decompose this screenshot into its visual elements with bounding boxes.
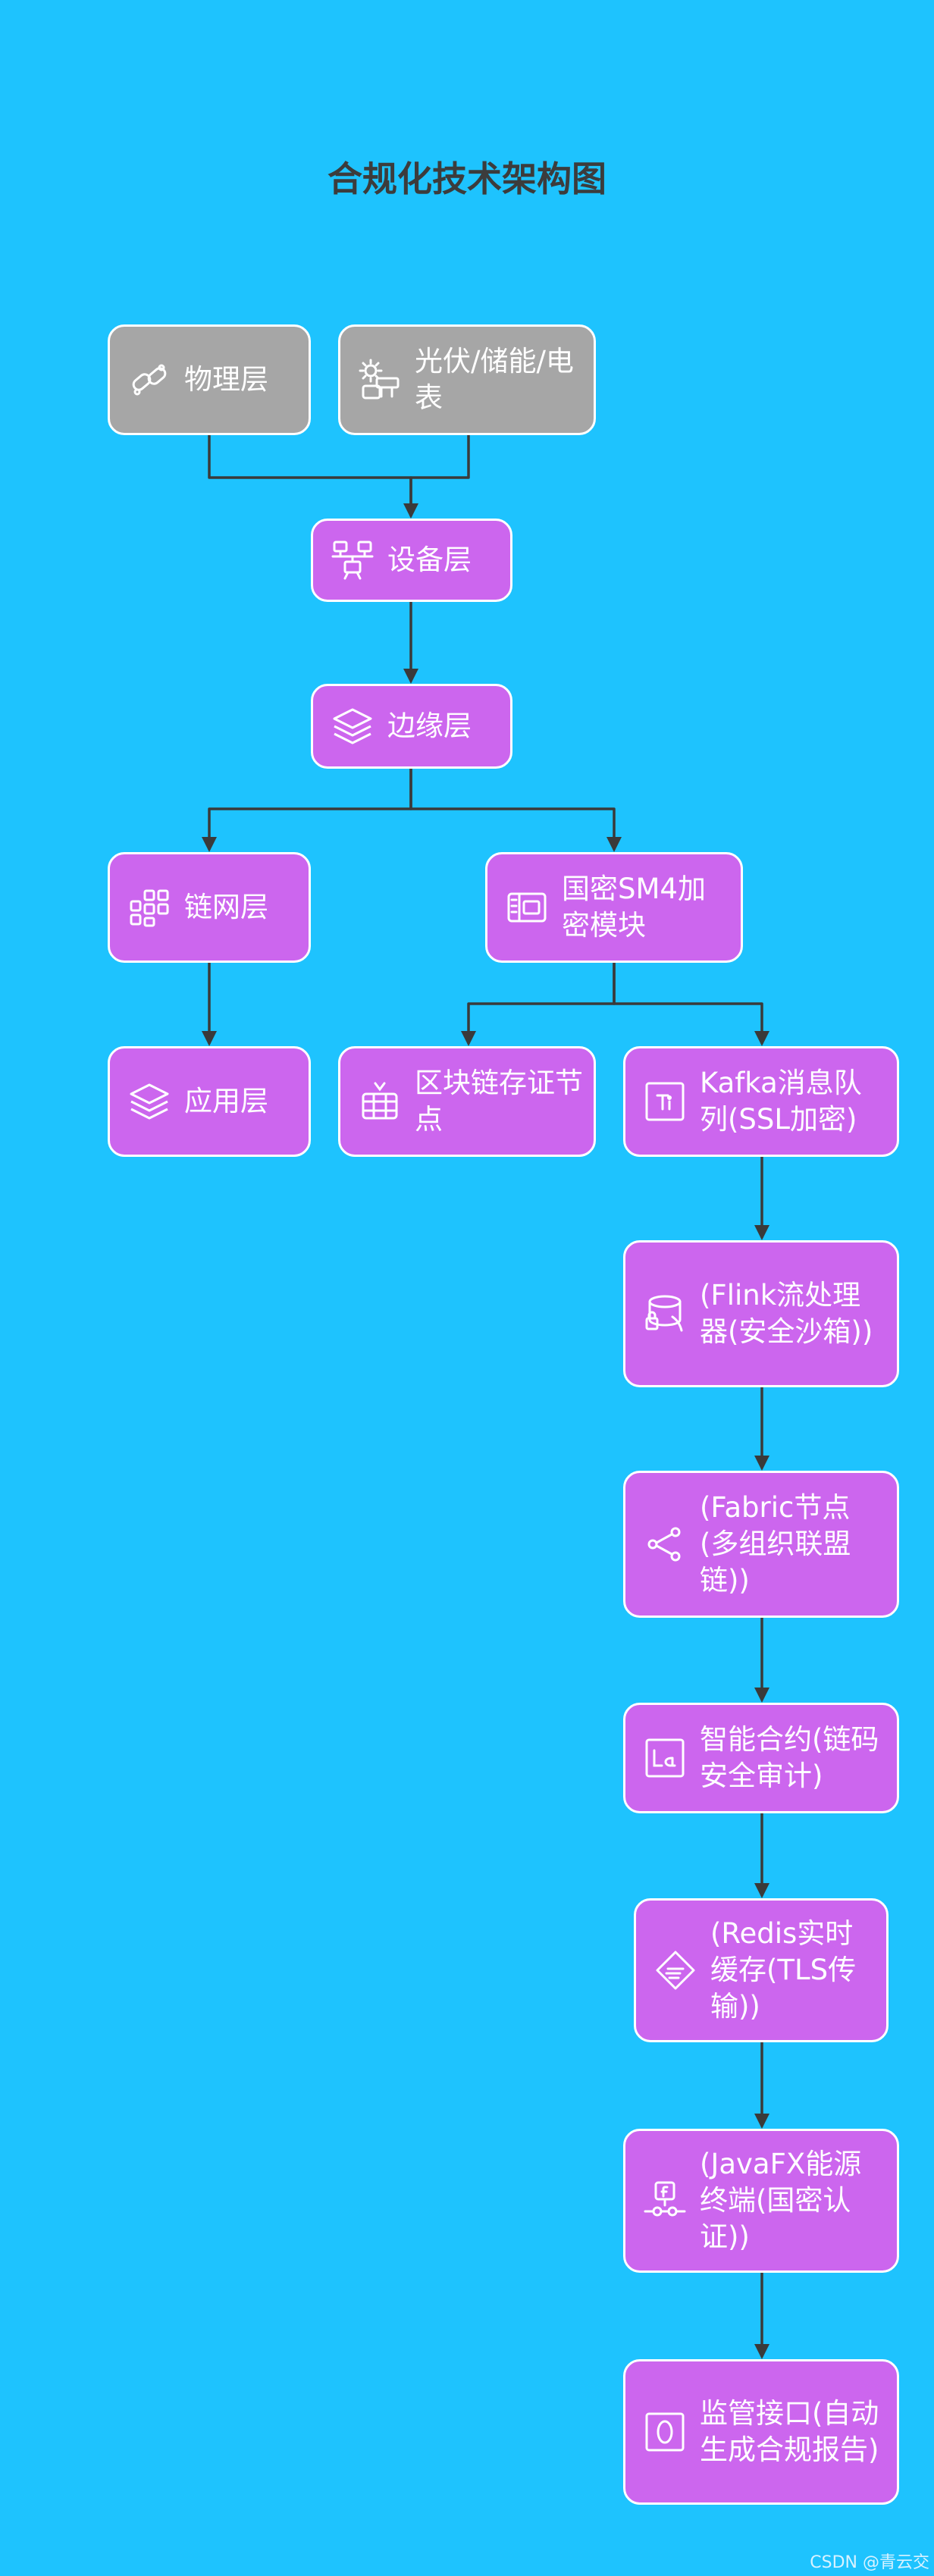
node-label: 应用层 <box>184 1085 268 1117</box>
arrowhead-blockchain <box>461 1031 476 1046</box>
solar-storage-icon <box>356 356 404 404</box>
node-smart-contract[interactable]: 智能合约(链码安全审计) <box>623 1703 899 1813</box>
arrowhead-device <box>403 503 418 519</box>
node-label: 链网层 <box>184 891 268 923</box>
arrowhead-redis <box>754 1883 769 1898</box>
contract-icon <box>641 1734 689 1782</box>
arrowhead-flink <box>754 1225 769 1240</box>
node-fabric-consortium[interactable]: (Fabric节点(多组织联盟链)) <box>623 1471 899 1618</box>
encryption-module-icon <box>503 883 551 932</box>
node-label: (Fabric节点(多组织联盟链)) <box>700 1491 851 1597</box>
edge-physical-device <box>208 434 412 517</box>
node-pv-storage-meter[interactable]: 光伏/储能/电表 <box>338 324 596 435</box>
edge-pv-device <box>409 434 470 517</box>
diagram-title: 合规化技术架构图 <box>328 158 606 199</box>
node-label: 国密SM4加密模块 <box>562 873 706 942</box>
node-application-layer[interactable]: 应用层 <box>108 1046 311 1157</box>
arrowhead-chain <box>202 837 217 852</box>
terminal-icon <box>641 2176 689 2225</box>
node-label: 智能合约(链码安全审计) <box>700 1723 879 1792</box>
arrowhead-kafka <box>754 1031 769 1046</box>
arrowhead-app <box>202 1031 217 1046</box>
queue-icon <box>641 1077 689 1126</box>
node-kafka-queue[interactable]: Kafka消息队列(SSL加密) <box>623 1046 899 1157</box>
node-label: (JavaFX能源终端(国密认证)) <box>700 2148 862 2253</box>
stream-processor-icon <box>641 1290 689 1338</box>
edge-edge-sm4 <box>409 767 616 851</box>
layers-icon <box>328 702 377 751</box>
edge-sm4-kafka <box>613 961 763 1045</box>
arrowhead-javafx <box>754 2114 769 2129</box>
node-label: Kafka消息队列(SSL加密) <box>700 1067 862 1136</box>
edge-edge-chain <box>208 767 412 851</box>
node-label: 区块链存证节点 <box>415 1067 583 1136</box>
node-label: (Flink流处理器(安全沙箱)) <box>700 1279 873 1348</box>
node-chain-network-layer[interactable]: 链网层 <box>108 852 311 963</box>
cache-icon <box>651 1946 700 1995</box>
blockchain-icon <box>356 1077 404 1126</box>
edge-sm4-blockchain <box>467 961 616 1045</box>
node-label: (Redis实时缓存(TLS传输)) <box>710 1917 857 2023</box>
node-redis-cache[interactable]: (Redis实时缓存(TLS传输)) <box>634 1898 889 2042</box>
arrowhead-sm4 <box>606 837 622 852</box>
arrowhead-fabric <box>754 1456 769 1471</box>
node-javafx-terminal[interactable]: (JavaFX能源终端(国密认证)) <box>623 2129 899 2273</box>
arrowhead-contract <box>754 1688 769 1703</box>
layers-icon <box>125 1077 174 1126</box>
node-label: 边缘层 <box>387 710 472 742</box>
node-label: 物理层 <box>184 363 268 396</box>
link-icon <box>125 356 174 404</box>
arrowhead-monitor <box>754 2344 769 2359</box>
node-physical-layer[interactable]: 物理层 <box>108 324 311 435</box>
node-sm4-encryption-module[interactable]: 国密SM4加密模块 <box>485 852 743 963</box>
node-label: 光伏/储能/电表 <box>415 345 574 414</box>
node-monitor-interface[interactable]: 监管接口(自动生成合规报告) <box>623 2359 899 2505</box>
share-node-icon <box>641 1520 689 1568</box>
node-label: 设备层 <box>387 544 472 576</box>
node-blockchain-evidence[interactable]: 区块链存证节点 <box>338 1046 596 1157</box>
node-flink-stream-processor[interactable]: (Flink流处理器(安全沙箱)) <box>623 1240 899 1387</box>
node-edge-layer[interactable]: 边缘层 <box>311 684 512 769</box>
node-label: 监管接口(自动生成合规报告) <box>700 2397 879 2466</box>
monitor-api-icon <box>641 2408 689 2456</box>
grid-nodes-icon <box>125 883 174 932</box>
watermark-text: CSDN @青云交 <box>810 2553 929 2572</box>
network-device-icon <box>328 536 377 584</box>
arrowhead-edge <box>403 669 418 684</box>
node-device-layer[interactable]: 设备层 <box>311 519 512 602</box>
